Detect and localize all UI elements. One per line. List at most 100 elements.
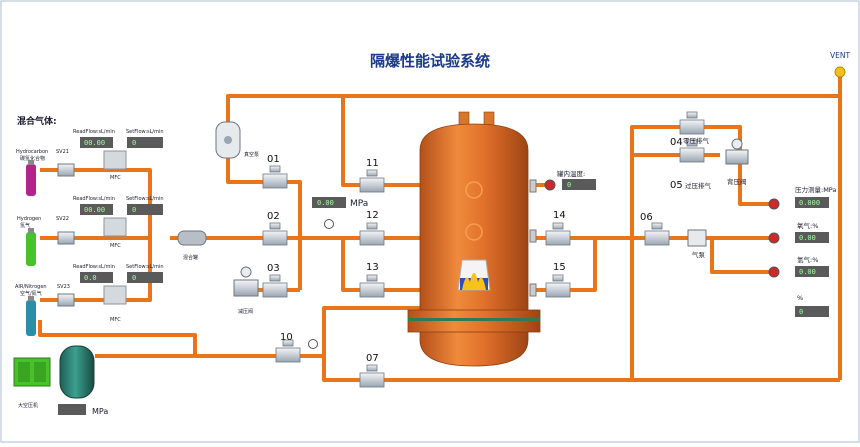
valve-14-label: 14 [553, 210, 566, 221]
mix-tank[interactable]: 混合罐 [177, 230, 207, 261]
gas-sub: 氢气 [20, 222, 30, 229]
pressure-reducer[interactable]: 减压阀 [233, 266, 259, 315]
set-flow-input[interactable] [127, 137, 163, 148]
tank-temperature: 罐内温度: 0 [544, 169, 596, 191]
valve-01[interactable] [262, 165, 288, 189]
vent-label: VENT [830, 51, 850, 60]
mfc-icon [103, 150, 127, 170]
set-flow-input[interactable] [127, 204, 163, 215]
gas-sub: 碳氢化合物 [20, 155, 45, 162]
gas-sub: 空气/氮气 [20, 290, 42, 297]
read-flow-value: 00.00 [84, 206, 105, 214]
tank-temp-display [562, 179, 596, 190]
mfc-label: MFC [110, 175, 121, 181]
v04-desc: 零压排气 [683, 136, 710, 145]
pressure-gauge-icon [308, 339, 318, 349]
valve-02[interactable] [262, 222, 288, 246]
valve-14[interactable] [545, 222, 571, 246]
vacuum-pump[interactable]: 真空泵 [215, 121, 259, 159]
valve-07-label: 07 [366, 353, 379, 364]
pressure-gauge-icon [324, 219, 334, 229]
backpressure-label: 背压阀 [727, 177, 747, 186]
pressure-measurement: 压力测量:MPa 0.000 [768, 185, 836, 210]
gas-sv: SV22 [56, 216, 69, 222]
v05-desc: 过压排气 [685, 181, 712, 190]
set-flow-value: 0 [132, 139, 136, 147]
tank-temp-label: 罐内温度: [557, 169, 585, 178]
set-flow-value: 0 [132, 274, 136, 282]
valve-03-label: 03 [267, 263, 280, 274]
solenoid-valve-icon[interactable] [57, 231, 75, 245]
gas-name: AIR/Nitrogen [15, 284, 47, 290]
valve-12[interactable] [359, 222, 385, 246]
pump-label: 气泵 [692, 250, 706, 259]
valve-06[interactable] [644, 222, 670, 246]
valve-06-label: 06 [640, 212, 653, 223]
valve-03[interactable] [262, 274, 288, 298]
set-label: SetFlow:sL/min [126, 196, 164, 202]
gas-sv: SV21 [56, 149, 69, 155]
gas-name: Hydrogen [17, 216, 41, 222]
valve-12-label: 12 [366, 210, 379, 221]
valve-11[interactable] [359, 169, 385, 193]
read-flow-display [80, 272, 113, 283]
pressure-unit: MPa [350, 199, 368, 209]
pressure-value: 0.00 [317, 199, 334, 207]
gas-air-nitrogen: AIR/Nitrogen 空气/氮气 SV23 ReadFlow:sL/min … [15, 264, 164, 336]
oxygen-value: 0.00 [799, 234, 816, 242]
percent-label: % [797, 294, 803, 302]
mixed-gas-label: 混合气体: [17, 115, 57, 127]
explosion-test-vessel[interactable] [407, 111, 541, 367]
oxygen-sensor: 氧气:% 0.00 [768, 221, 829, 244]
viewport-icon [465, 223, 483, 241]
valve-07[interactable] [359, 364, 385, 388]
valve-05[interactable] [679, 139, 705, 163]
gas-name: Hydrocarbon [16, 149, 48, 155]
vacuum-pump-label: 真空泵 [244, 151, 259, 158]
hydrogen-label: 氢气:% [797, 255, 818, 264]
valve-15[interactable] [545, 274, 571, 298]
gas-cylinder-icon [26, 232, 36, 266]
read-flow-value: 0.0 [84, 274, 97, 282]
air-pump[interactable]: 气泵 [687, 229, 707, 259]
gas-hydrocarbon: Hydrocarbon 碳氢化合物 SV21 ReadFlow:sL/min S… [16, 129, 164, 196]
gas-sv: SV23 [57, 284, 70, 290]
solenoid-valve-icon[interactable] [57, 163, 75, 177]
set-flow-value: 0 [132, 206, 136, 214]
valve-13-label: 13 [366, 262, 379, 273]
tank-temp-value: 0 [567, 181, 571, 189]
viewport-icon [465, 181, 483, 199]
valve-10-label: 10 [280, 332, 293, 343]
set-flow-input[interactable] [127, 272, 163, 283]
valve-04[interactable] [679, 111, 705, 135]
read-label: ReadFlow:sL/min [73, 196, 115, 202]
read-flow-display [80, 137, 113, 148]
gas-cylinder-icon [26, 164, 36, 196]
valve-13[interactable] [359, 274, 385, 298]
valve-15-label: 15 [553, 262, 566, 273]
valve-04-label: 04 [670, 137, 683, 148]
solenoid-valve-icon[interactable] [57, 293, 75, 307]
mfc-icon [103, 285, 127, 305]
backpressure-valve[interactable]: 背压阀 [725, 138, 749, 186]
valve-01-label: 01 [267, 154, 280, 165]
valve-05-label: 05 [670, 180, 683, 191]
hydrogen-value: 0.00 [799, 268, 816, 276]
read-label: ReadFlow:sL/min [73, 264, 115, 270]
percent-sensor: % 0 [795, 294, 829, 317]
air-compressor[interactable]: 大空压机 MPa [13, 345, 108, 416]
valve-11-label: 11 [366, 158, 379, 169]
set-label: SetFlow:sL/min [126, 129, 164, 135]
read-label: ReadFlow:sL/min [73, 129, 115, 135]
valve-10[interactable] [275, 339, 301, 363]
mfc-label: MFC [110, 317, 121, 323]
percent-value: 0 [799, 308, 803, 316]
read-flow-value: 00.00 [84, 139, 105, 147]
read-flow-display [80, 204, 113, 215]
vent-outlet[interactable]: VENT [830, 51, 850, 78]
mfc-icon [103, 217, 127, 237]
mix-tank-label: 混合罐 [183, 254, 198, 261]
gas-cylinder-icon [26, 300, 36, 336]
